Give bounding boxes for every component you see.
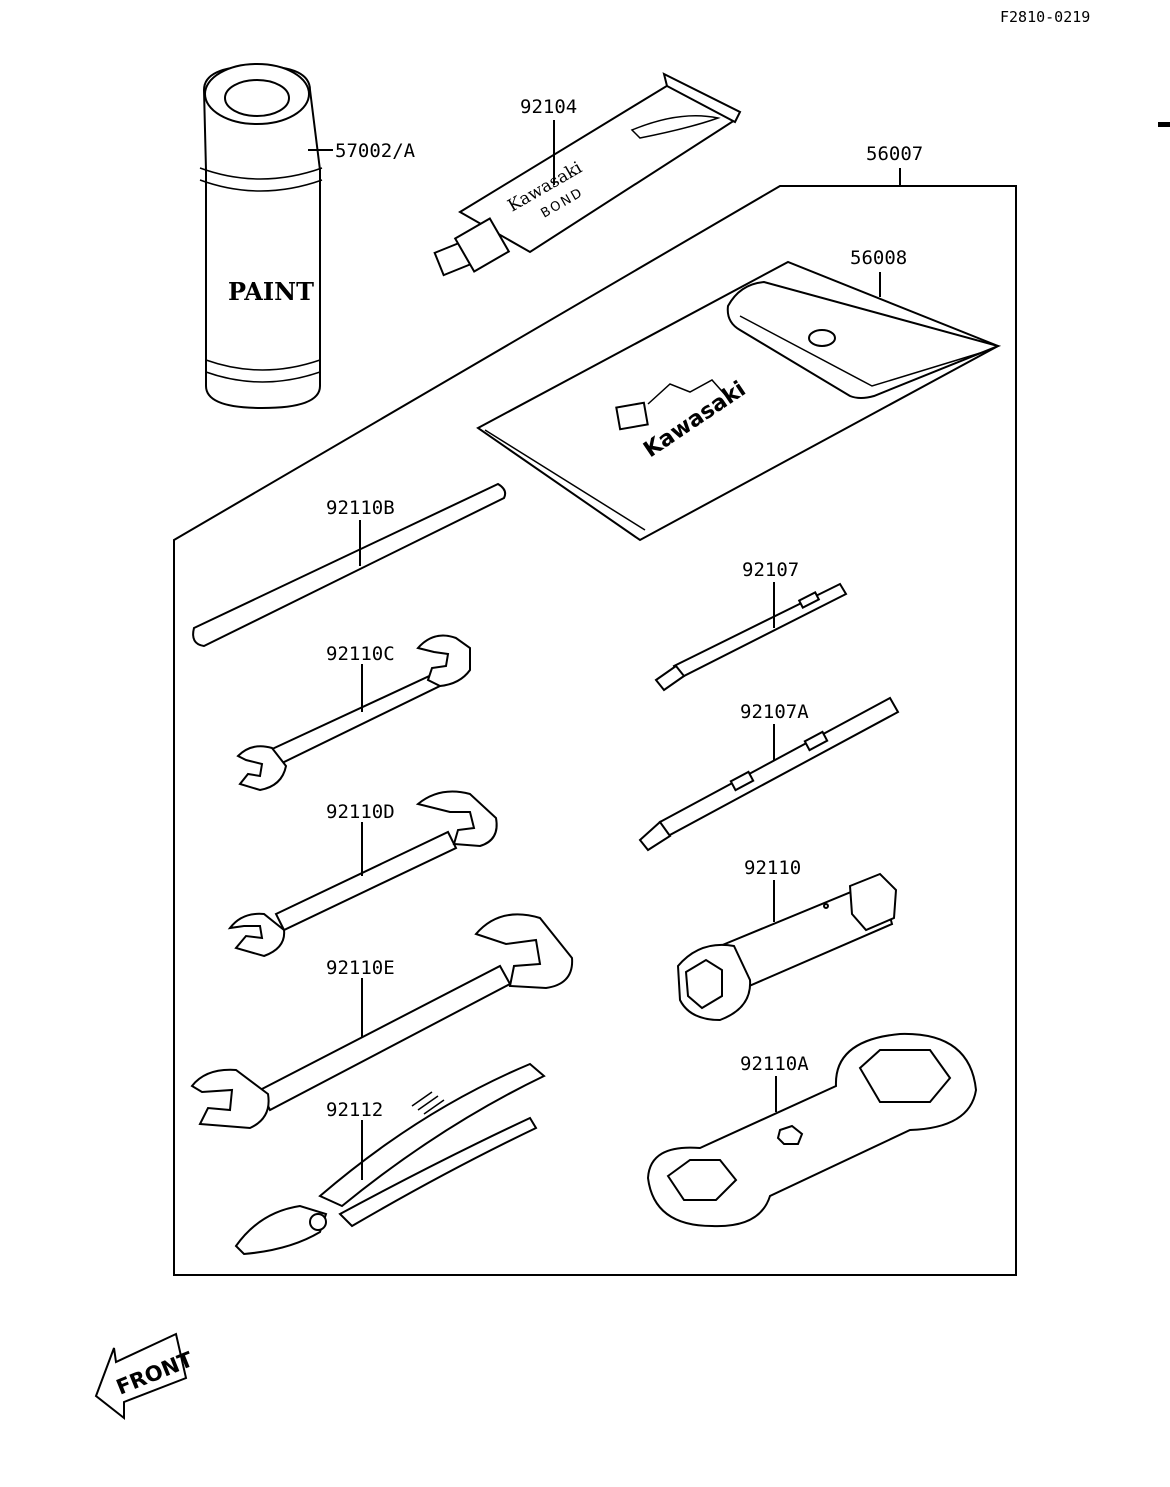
wrench-small — [236, 634, 471, 792]
label-box-wrench: 92110A — [740, 1053, 809, 1075]
pliers — [234, 1062, 546, 1256]
tool-kit-outline — [173, 185, 1017, 1276]
screwdriver-long — [638, 696, 900, 852]
label-wrench-e: 92110E — [326, 957, 395, 979]
paint-can: PAINT — [199, 63, 323, 410]
label-screwdriver: 92107 — [742, 559, 799, 581]
label-paint: 57002/A — [335, 140, 416, 162]
drawing-code: F2810-0219 — [1000, 8, 1090, 26]
label-bond: 92104 — [520, 96, 577, 118]
wrench-large — [190, 913, 574, 1130]
label-pliers: 92112 — [326, 1099, 383, 1121]
tool-bag: Kawasaki — [476, 260, 1002, 542]
label-bar: 92110B — [326, 497, 395, 519]
bond-tube: Kawasaki BOND — [433, 72, 742, 277]
box-wrench — [646, 1032, 978, 1228]
label-wrench-c: 92110C — [326, 643, 395, 665]
screwdriver-short — [654, 582, 848, 692]
extension-bar — [192, 482, 507, 648]
wrench-medium — [227, 790, 498, 958]
label-tool-kit: 56007 — [866, 143, 923, 165]
plug-wrench — [676, 872, 898, 1022]
paint-can-text: PAINT — [228, 277, 314, 306]
label-tool-bag: 56008 — [850, 247, 907, 269]
label-wrench-d: 92110D — [326, 801, 395, 823]
label-plug-wrench: 92110 — [744, 857, 801, 879]
edge-mark — [1158, 122, 1170, 127]
front-arrow: FRONT — [94, 1332, 197, 1421]
label-screwdriver-a: 92107A — [740, 701, 809, 723]
